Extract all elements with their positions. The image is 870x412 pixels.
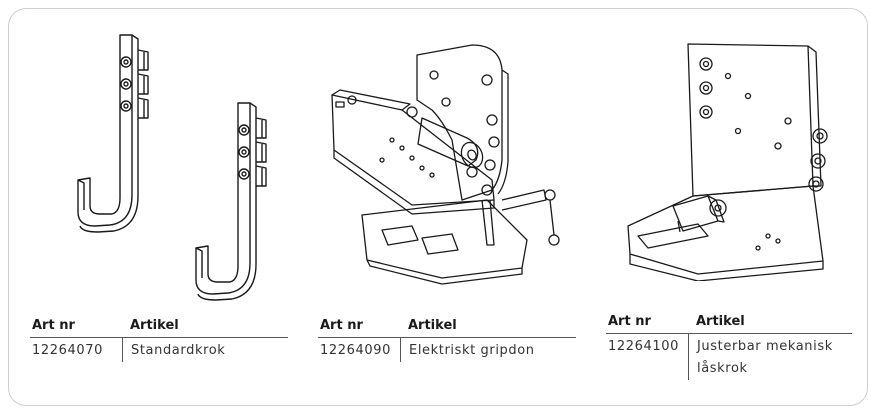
art-nr-value: 12264070 <box>32 343 103 358</box>
electric-gripper-image <box>322 40 572 285</box>
col-art-nr-header: Art nr <box>320 318 363 333</box>
lock-hook-image <box>618 36 848 281</box>
spec-table-header: Art nr Artikel <box>30 318 288 338</box>
spec-table-header: Art nr Artikel <box>318 318 576 338</box>
col-artikel-header: Artikel <box>130 318 179 333</box>
spec-table-row: 12264090 Elektriskt gripdon <box>318 338 576 362</box>
hook-right-illustration <box>195 102 267 301</box>
hook-left-illustration <box>77 34 149 233</box>
spec-table-header: Art nr Artikel <box>606 314 852 334</box>
artikel-value: Elektriskt gripdon <box>400 338 535 362</box>
col-art-nr-header: Art nr <box>608 314 651 329</box>
spec-table-standard-hook: Art nr Artikel 12264070 Standardkrok <box>30 318 288 362</box>
spec-table-electric-gripper: Art nr Artikel 12264090 Elektriskt gripd… <box>318 318 576 362</box>
col-art-nr-header: Art nr <box>32 318 75 333</box>
art-nr-value: 12264100 <box>608 339 679 354</box>
art-nr-value: 12264090 <box>320 343 391 358</box>
col-artikel-header: Artikel <box>408 318 457 333</box>
artikel-value: Justerbar mekanisk låskrok <box>688 334 848 380</box>
standard-hook-image <box>60 30 290 305</box>
col-artikel-header: Artikel <box>696 314 745 329</box>
spec-table-row: 12264070 Standardkrok <box>30 338 288 362</box>
artikel-value: Standardkrok <box>122 338 225 362</box>
spec-table-row: 12264100 Justerbar mekanisk låskrok <box>606 334 852 380</box>
spec-table-lock-hook: Art nr Artikel 12264100 Justerbar mekani… <box>606 314 852 380</box>
